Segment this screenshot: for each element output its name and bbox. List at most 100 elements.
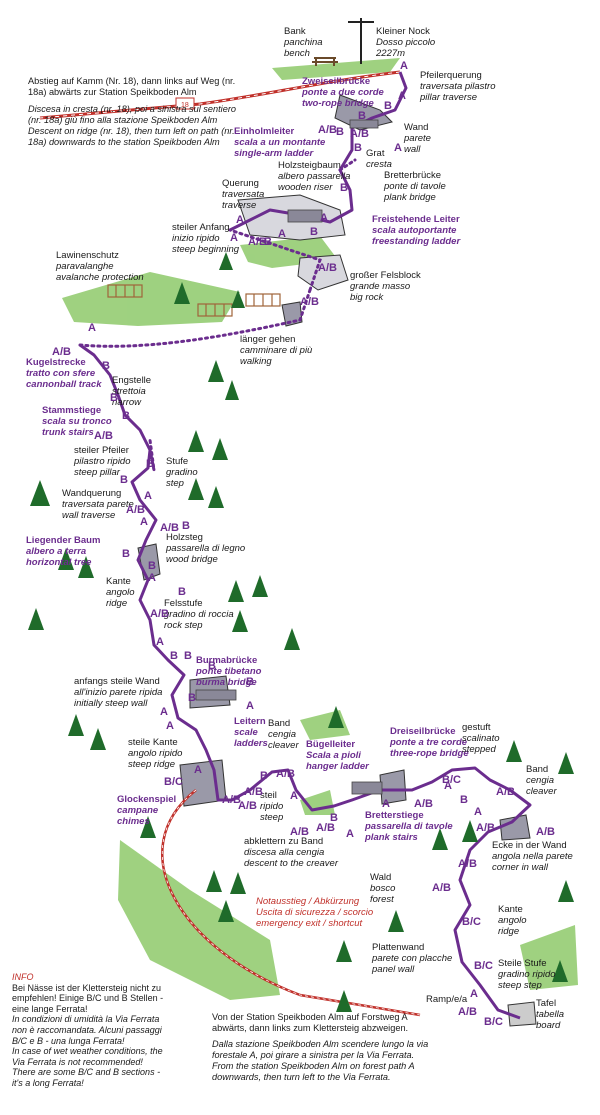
grade-label: B [146,458,154,470]
grade-label: B/C [484,1016,503,1028]
ladder-bridge-icons [195,119,383,795]
grade-label: A/B [316,822,335,834]
grade-label: B [122,410,130,422]
grade-label: B [310,226,318,238]
grade-label: B [188,692,196,704]
grade-label: A/B [248,236,267,248]
grade-label: A [400,60,408,72]
grade-label: A [470,988,478,1000]
descent-path [39,70,401,120]
grade-label: A/B [458,858,477,870]
grade-label: A/B [160,522,179,534]
grade-label: A/B [536,826,555,838]
grade-label: A [160,706,168,718]
grade-label: B [102,360,110,372]
grade-label: A/B [290,826,309,838]
grade-label: A/B [244,786,263,798]
grade-label: B [264,236,272,248]
grade-label: A [230,232,238,244]
grade-label: B [384,100,392,112]
grade-label: A/B [94,430,113,442]
grade-label: A [278,228,286,240]
grade-label: A/B [52,346,71,358]
grade-label: A [382,798,390,810]
grade-label: A [194,764,202,776]
grade-label: A [246,700,254,712]
info-box: INFO Bei Nässe ist der Klettersteig nich… [12,972,164,1088]
grade-label: B [460,794,468,806]
grade-label: A [394,142,402,154]
grade-label: B [354,142,362,154]
grade-label: B [170,650,178,662]
grade-label: A/B [276,768,295,780]
start-description: Von der Station Speikboden Alm auf Forst… [212,1012,429,1082]
grade-label: A [156,636,164,648]
grade-label: A [474,806,482,818]
grade-label: A [320,212,328,224]
grade-label: B/C [462,916,481,928]
grade-label: A [166,720,174,732]
tree-icons [28,252,574,1012]
label-ramp: Ramp/e/a [426,994,468,1005]
grade-label: A [290,790,298,802]
grade-label: A/B [496,786,515,798]
grade-label: A/B [476,822,495,834]
grade-label: B [184,650,192,662]
grade-label: B [208,660,216,672]
grade-label: B [358,110,366,122]
grade-label: A [88,322,96,334]
grade-label: B [336,126,344,138]
grade-label: A/B [318,262,337,274]
descent-description: Abstieg auf Kamm (Nr. 18), dann links au… [28,76,236,147]
grade-label: A [236,214,244,226]
grade-label: A/B [150,608,169,620]
grade-label: B [340,182,348,194]
ferrata-route [79,343,532,1020]
grade-label: B [330,812,338,824]
grade-label: B [182,520,190,532]
avalanche-fence-icons [107,284,281,317]
grade-label: B/C [474,960,493,972]
grade-label: B [260,770,268,782]
grade-label: A/B [350,128,369,140]
grade-label: B [120,474,128,486]
trail-sign-icon [175,97,195,110]
